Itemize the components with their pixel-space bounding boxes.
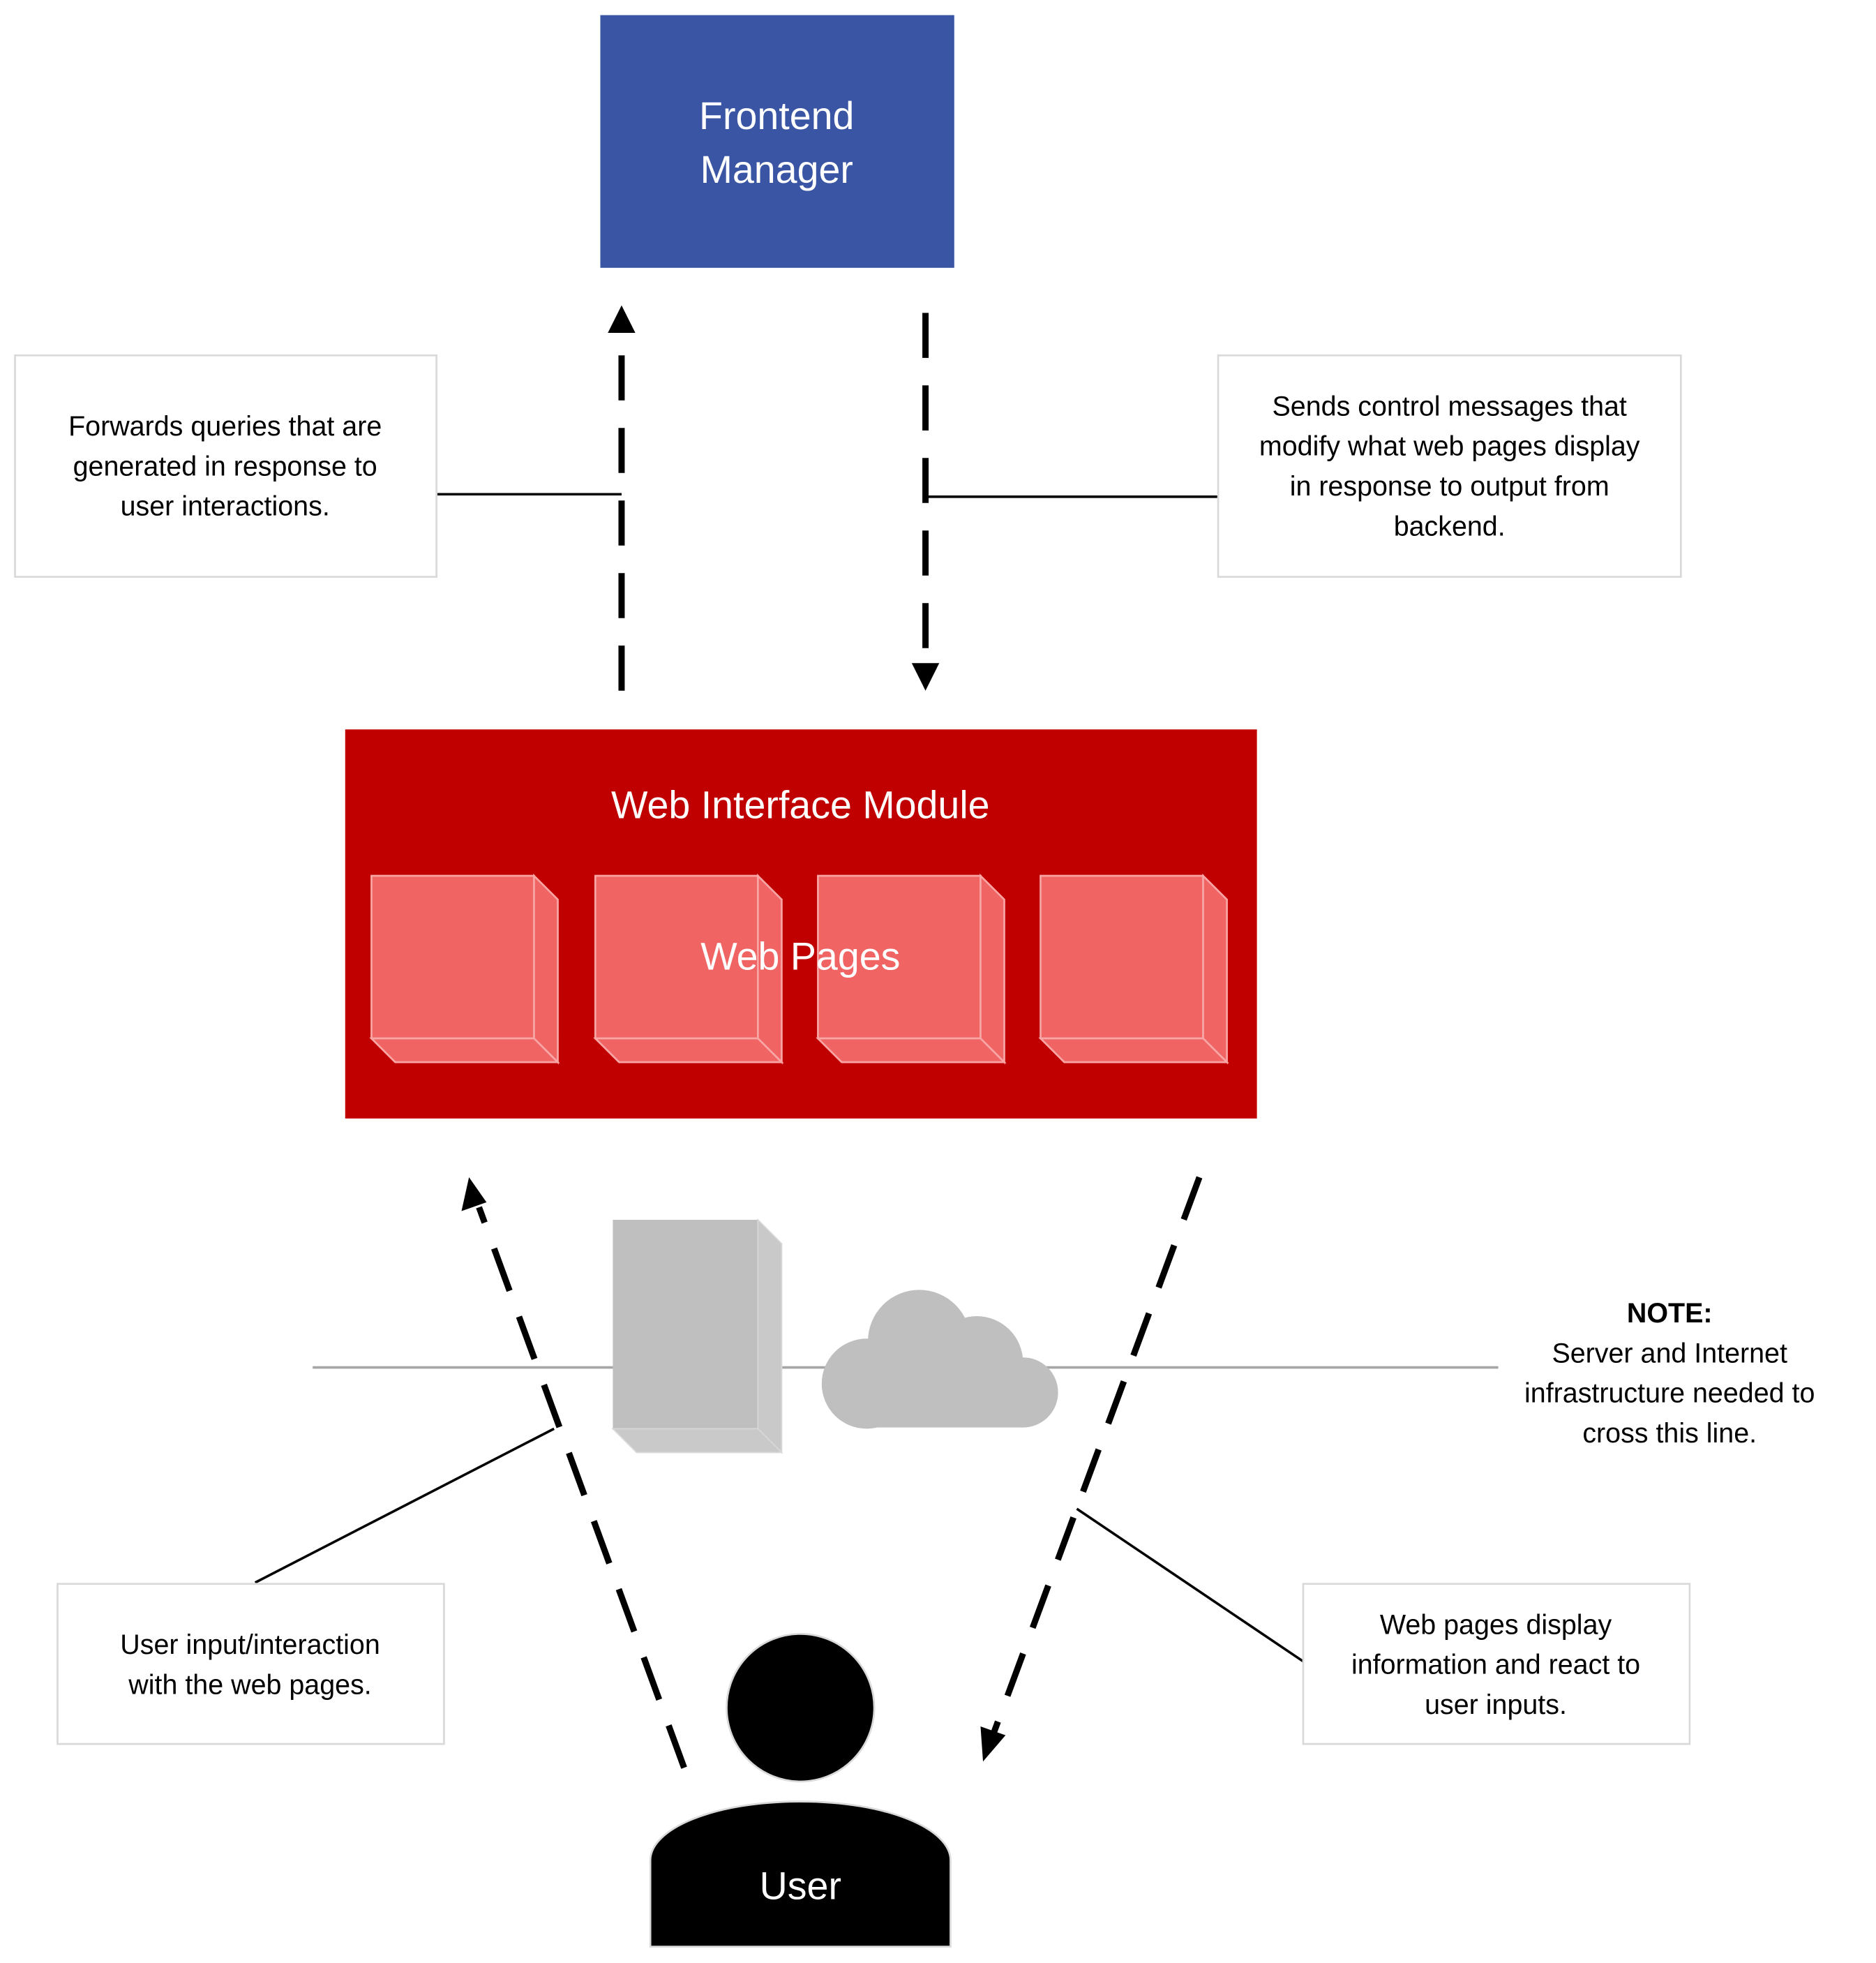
callout-forwards-line1: Forwards queries that are: [68, 411, 382, 442]
web-page-cube: [593, 873, 784, 1065]
callout-control-line4: backend.: [1394, 511, 1506, 542]
query-arrow-up: [608, 305, 636, 691]
server-icon: [611, 1218, 783, 1454]
user-head-icon: [726, 1633, 876, 1783]
note-line2: infrastructure needed to: [1524, 1378, 1815, 1409]
infrastructure-note: NOTE: Server and Internet infrastructure…: [1524, 1298, 1815, 1449]
arrowhead-down-icon: [911, 663, 940, 691]
user-label: User: [760, 1864, 841, 1907]
user-input-arrow: [461, 1177, 687, 1769]
callout-pages-display-line3: user inputs.: [1425, 1689, 1567, 1720]
callout-forwards-line3: user interactions.: [121, 491, 330, 522]
web-interface-module-node: Web Interface Module Web Pages: [345, 729, 1257, 1119]
callout-control-line2: modify what web pages display: [1259, 431, 1640, 462]
page-display-arrow: [980, 1176, 1203, 1762]
arrowhead-down-left-icon: [980, 1726, 1006, 1762]
web-page-cube: [369, 873, 560, 1065]
frontend-manager-label-line1: Frontend: [699, 94, 854, 137]
callout-control-line1: Sends control messages that: [1273, 391, 1627, 421]
callout-pages-display: Web pages display information and react …: [1302, 1583, 1691, 1745]
web-pages-label: Web Pages: [700, 934, 900, 978]
callout-control-line3: in response to output from: [1290, 471, 1609, 502]
control-arrow-down: [911, 313, 940, 691]
arrowhead-up-left-icon: [461, 1177, 487, 1211]
cloud-icon: [821, 1290, 1058, 1429]
callout-user-input-line1: User input/interaction: [120, 1629, 380, 1660]
user-body-icon: [649, 1800, 952, 1948]
frontend-manager-label-line2: Manager: [700, 148, 853, 191]
callout-pages-display-line1: Web pages display: [1380, 1609, 1612, 1640]
callout-forwards-queries: Forwards queries that are generated in r…: [14, 354, 437, 578]
callout-connector-pages-display: [1076, 1507, 1304, 1663]
callout-user-input: User input/interaction with the web page…: [57, 1583, 445, 1745]
callout-forwards-line2: generated in response to: [73, 451, 377, 482]
callout-pages-display-line2: information and react to: [1351, 1650, 1640, 1680]
note-heading: NOTE:: [1627, 1298, 1713, 1329]
arrowhead-up-icon: [608, 305, 636, 334]
callout-user-input-line2: with the web pages.: [128, 1669, 371, 1700]
note-line1: Server and Internet: [1552, 1338, 1787, 1368]
web-page-cube: [816, 873, 1007, 1065]
frontend-manager-node: Frontend Manager: [600, 15, 954, 268]
callout-connector-user-input: [254, 1427, 555, 1584]
web-page-cube: [1038, 873, 1229, 1065]
web-interface-module-title: Web Interface Module: [611, 784, 990, 827]
note-line3: cross this line.: [1582, 1418, 1757, 1449]
frontend-manager-box: [600, 15, 954, 268]
callout-control-messages: Sends control messages that modify what …: [1217, 354, 1682, 578]
user-node: User: [649, 1633, 952, 1948]
